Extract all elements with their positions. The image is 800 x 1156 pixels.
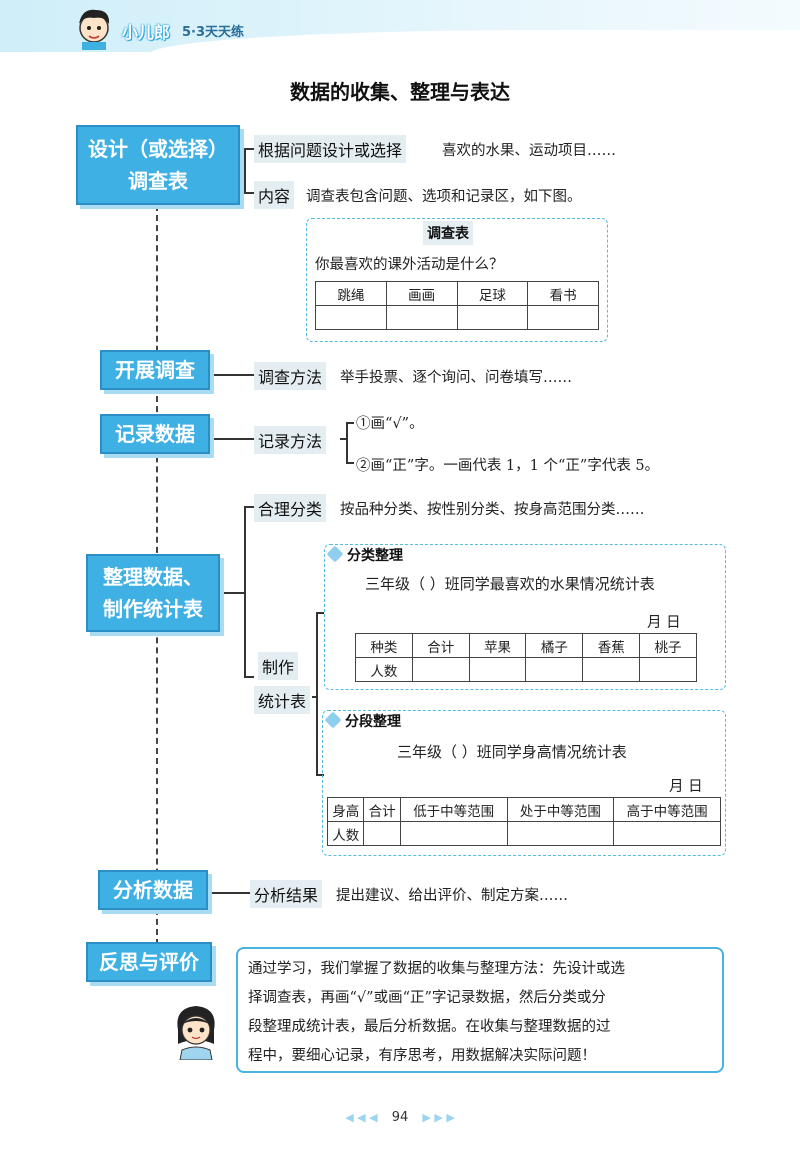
node-design-line2: 调查表 xyxy=(128,169,188,193)
table2-header-row: 身高 合计 低于中等范围 处于中等范围 高于中等范围 xyxy=(326,797,721,822)
survey-title: 调查表 xyxy=(423,221,473,245)
reflect-line: 择调查表，再画“√”或画“正”字记录数据，然后分类或分 xyxy=(248,990,606,1006)
table1-header: 合计 xyxy=(411,633,470,658)
footer-left-arrows: ◀ ◀ ◀ xyxy=(345,1111,378,1124)
table1-header: 苹果 xyxy=(468,633,527,658)
reflect-line: 段整理成统计表，最后分析数据。在收集与整理数据的过 xyxy=(248,1019,611,1035)
label-analyze: 分析结果 xyxy=(250,880,323,908)
bracket-record-bottom xyxy=(346,462,354,464)
table2-data-row: 人数 xyxy=(326,821,721,846)
page-number: 94 xyxy=(391,1110,409,1125)
connector-conduct xyxy=(214,374,254,376)
table1-header: 橘子 xyxy=(525,633,584,658)
bracket-top xyxy=(244,148,254,150)
girl-mascot-icon xyxy=(177,1006,215,1060)
table1-caption: 三年级（ ）班同学最喜欢的水果情况统计表 xyxy=(365,575,655,593)
page-title: 数据的收集、整理与表达 xyxy=(290,80,510,104)
text-conduct: 举手投票、逐个询问、问卷填写…… xyxy=(340,370,572,386)
label-make-table-2: 统计表 xyxy=(254,686,311,714)
table1-tag: 分类整理 xyxy=(325,545,403,565)
survey-record-row xyxy=(315,305,599,330)
table2: 身高 合计 低于中等范围 处于中等范围 高于中等范围 人数 xyxy=(326,797,721,846)
label-record: 记录方法 xyxy=(254,426,327,454)
bracket-tables-bottom xyxy=(316,774,324,776)
table1-date: 月 日 xyxy=(647,615,681,631)
page-footer: ◀ ◀ ◀ 94 ▶ ▶ ▶ xyxy=(0,1110,800,1125)
survey-option: 画画 xyxy=(385,281,458,306)
bracket-bottom xyxy=(244,192,254,194)
label-design-content: 内容 xyxy=(254,181,295,209)
tag-diamond-icon xyxy=(326,545,344,563)
node-conduct: 开展调查 xyxy=(100,350,210,390)
bracket-tables-top xyxy=(316,612,324,614)
table1-box: 分类整理 三年级（ ）班同学最喜欢的水果情况统计表 月 日 种类 合计 苹果 橘… xyxy=(324,544,726,690)
reflect-line: 程中，要细心记录，有序思考，用数据解决实际问题！ xyxy=(248,1048,596,1064)
header-wave xyxy=(150,30,800,70)
table1-tag-text: 分类整理 xyxy=(347,548,403,564)
table1-header: 香蕉 xyxy=(582,633,641,658)
text-record-check: ①画“√”。 xyxy=(356,416,424,432)
text-analyze: 提出建议、给出评价、制定方案…… xyxy=(336,888,568,904)
node-record: 记录数据 xyxy=(100,414,210,454)
table2-tag: 分段整理 xyxy=(323,711,401,731)
connector-record xyxy=(214,438,254,440)
connector-organize xyxy=(218,592,244,594)
bracket-organize-top xyxy=(244,506,254,508)
bracket-record-stem xyxy=(340,438,348,440)
reflect-box: 通过学习，我们掌握了数据的收集与整理方法：先设计或选 择调查表，再画“√”或画“… xyxy=(236,947,724,1073)
bracket-organize-bottom xyxy=(244,676,254,678)
survey-question: 你最喜欢的课外活动是什么？ xyxy=(315,257,504,273)
tag-diamond-icon xyxy=(324,711,342,729)
text-design-content: 调查表包含问题、选项和记录区，如下图。 xyxy=(306,189,582,205)
bracket-tables-stem xyxy=(312,696,318,698)
table2-box: 分段整理 三年级（ ）班同学身高情况统计表 月 日 身高 合计 低于中等范围 处… xyxy=(322,710,726,856)
bracket-record xyxy=(346,422,348,464)
bracket-design xyxy=(244,148,246,194)
table1-header: 种类 xyxy=(355,633,413,658)
connector-analyze xyxy=(212,892,250,894)
footer-right-arrows: ▶ ▶ ▶ xyxy=(422,1111,455,1124)
survey-box: 调查表 你最喜欢的课外活动是什么？ 跳绳 画画 足球 看书 xyxy=(306,218,608,342)
table1-header-row: 种类 合计 苹果 橘子 香蕉 桃子 xyxy=(355,633,697,658)
boy-mascot-icon xyxy=(79,9,110,50)
table2-date: 月 日 xyxy=(669,779,703,795)
table2-header: 身高 xyxy=(326,797,365,822)
table2-header: 合计 xyxy=(363,797,401,822)
survey-header-row: 跳绳 画画 足球 看书 xyxy=(315,281,599,306)
label-make-table-1: 制作 xyxy=(258,652,299,680)
table1: 种类 合计 苹果 橘子 香蕉 桃子 人数 xyxy=(355,633,697,682)
survey-option: 看书 xyxy=(527,281,599,306)
node-organize-line1: 整理数据、 xyxy=(103,565,203,589)
label-design-question: 根据问题设计或选择 xyxy=(254,135,407,163)
brand-series: 5·3天天练 xyxy=(182,25,245,40)
table1-header: 桃子 xyxy=(639,633,697,658)
node-analyze: 分析数据 xyxy=(98,870,208,910)
bracket-organize xyxy=(244,506,246,678)
reflect-line: 通过学习，我们掌握了数据的收集与整理方法：先设计或选 xyxy=(248,961,625,977)
node-organize: 整理数据、 制作统计表 xyxy=(86,554,220,632)
node-organize-line2: 制作统计表 xyxy=(103,597,203,621)
brand-name: 小儿郎 xyxy=(122,23,171,42)
label-conduct: 调查方法 xyxy=(254,362,327,390)
table2-header: 低于中等范围 xyxy=(399,797,508,822)
node-reflect: 反思与评价 xyxy=(86,942,212,982)
table2-caption: 三年级（ ）班同学身高情况统计表 xyxy=(397,743,627,761)
bracket-record-top xyxy=(346,422,354,424)
node-design: 设计（或选择） 调查表 xyxy=(76,125,240,205)
survey-option: 跳绳 xyxy=(315,281,387,306)
survey-option: 足球 xyxy=(456,281,529,306)
survey-table: 跳绳 画画 足球 看书 xyxy=(315,281,599,330)
table1-row-label: 人数 xyxy=(355,657,413,682)
table2-header: 高于中等范围 xyxy=(613,797,721,822)
label-classify: 合理分类 xyxy=(254,494,327,522)
text-record-zheng: ②画“正”字。一画代表 1，1 个“正”字代表 5。 xyxy=(356,458,660,474)
table2-row-label: 人数 xyxy=(326,821,365,846)
table2-tag-text: 分段整理 xyxy=(345,714,401,730)
text-classify: 按品种分类、按性别分类、按身高范围分类…… xyxy=(340,502,645,518)
node-design-line1: 设计（或选择） xyxy=(88,137,228,161)
bracket-tables xyxy=(316,612,318,776)
text-design-examples: 喜欢的水果、运动项目…… xyxy=(442,143,616,159)
table1-data-row: 人数 xyxy=(355,657,697,682)
table2-header: 处于中等范围 xyxy=(506,797,615,822)
